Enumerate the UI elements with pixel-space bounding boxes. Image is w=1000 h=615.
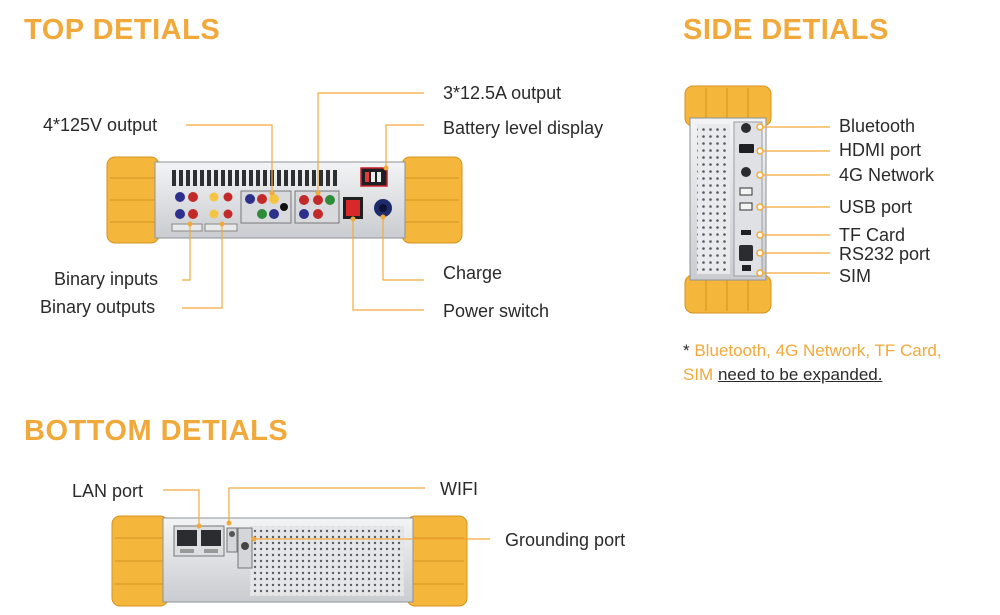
label-binary-outputs: Binary outputs <box>40 297 156 317</box>
label-battery-display: Battery level display <box>443 118 604 138</box>
bottom-vent-grid <box>250 526 404 596</box>
note-highlight-line2: SIM <box>683 365 714 384</box>
note-star: * <box>683 341 695 360</box>
expansion-note: * Bluetooth, 4G Network, TF Card, SIM ne… <box>683 339 995 387</box>
label-power-switch: Power switch <box>443 301 550 321</box>
voltage-output-terminals <box>240 190 292 224</box>
current-output-terminals <box>294 190 340 224</box>
bottom-leader-dots <box>196 520 257 542</box>
tf-card-slot <box>741 230 751 235</box>
top-details-heading: TOP DETIALS <box>24 14 221 46</box>
usb-connector-2 <box>739 202 753 211</box>
binary-input-terminals <box>171 192 203 232</box>
note-highlight-line1: Bluetooth, 4G Network, TF Card, <box>694 341 942 360</box>
bottom-left-bumper <box>111 515 169 607</box>
top-leader-lines <box>182 92 424 311</box>
bottom-details-heading: BOTTOM DETIALS <box>24 415 289 447</box>
label-grounding-port: Grounding port <box>505 530 626 550</box>
lan-ports <box>173 525 225 557</box>
label-binary-inputs: Binary inputs <box>54 269 159 289</box>
top-device <box>106 92 463 311</box>
side-details-heading: SIDE DETIALS <box>683 14 889 46</box>
label-sim: SIM <box>839 266 872 286</box>
top-right-bumper <box>401 156 463 244</box>
side-bottom-bumper <box>684 274 772 314</box>
top-left-bumper <box>106 156 160 244</box>
bluetooth-antenna <box>741 123 751 133</box>
label-hdmi-port: HDMI port <box>839 140 922 160</box>
label-wifi: WIFI <box>440 479 478 499</box>
binary-output-terminals <box>204 192 238 232</box>
bottom-device <box>111 487 490 607</box>
label-125v-output: 4*125V output <box>43 115 158 135</box>
power-switch <box>343 197 363 219</box>
label-bluetooth: Bluetooth <box>839 116 916 136</box>
label-12-5a-output: 3*12.5A output <box>443 83 562 103</box>
usb-connector-1 <box>739 187 753 196</box>
label-lan-port: LAN port <box>72 481 144 501</box>
label-rs232-port: RS232 port <box>839 244 931 264</box>
sim-slot <box>742 265 751 271</box>
label-usb-port: USB port <box>839 197 913 217</box>
grounding-port <box>237 527 253 569</box>
hdmi-connector <box>739 144 754 153</box>
side-leader-dots <box>756 123 764 277</box>
bottom-leader-lines <box>163 487 490 540</box>
wifi-antenna <box>226 527 238 553</box>
side-device <box>684 85 830 314</box>
4g-antenna <box>741 167 751 177</box>
side-vent-grid <box>697 124 730 274</box>
battery-level-display <box>360 167 388 187</box>
bottom-right-bumper <box>406 515 468 607</box>
note-underlined: need to be expanded. <box>717 365 883 384</box>
top-leader-dots <box>187 165 389 227</box>
rs232-connector <box>739 245 753 261</box>
label-4g-network: 4G Network <box>839 165 935 185</box>
label-charge: Charge <box>443 263 503 283</box>
label-tf-card: TF Card <box>839 225 906 245</box>
charge-port <box>374 199 392 217</box>
side-leader-lines <box>760 126 830 274</box>
side-top-bumper <box>684 85 772 127</box>
